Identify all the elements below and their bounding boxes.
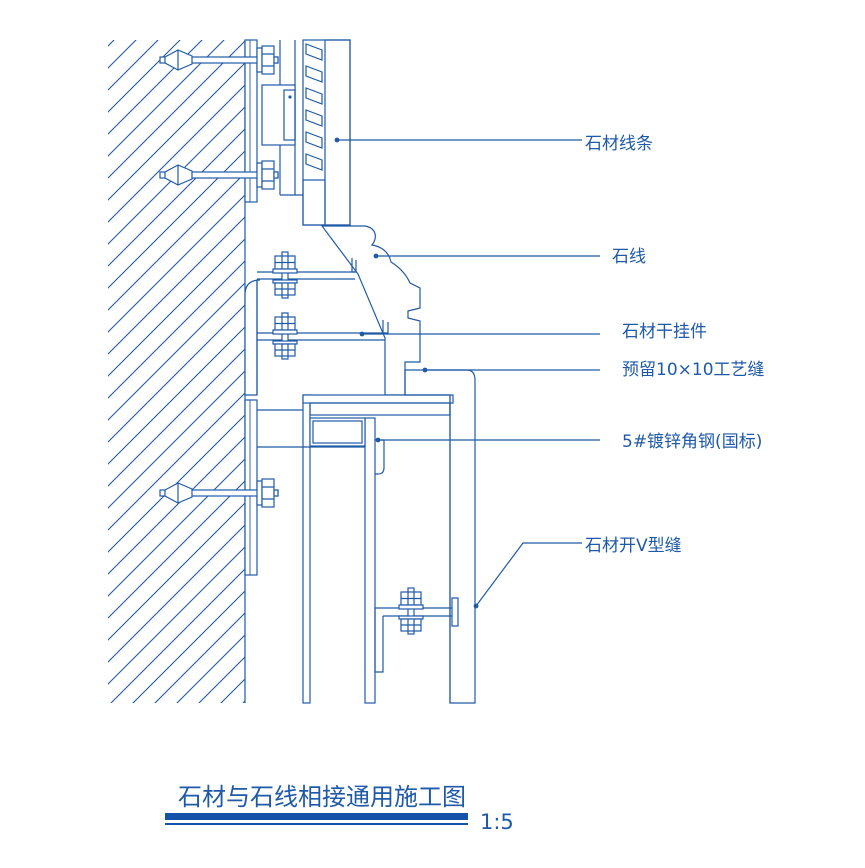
title-underline-thin bbox=[165, 823, 468, 825]
leader-stone-trim bbox=[334, 137, 582, 143]
bolt-stone-clip bbox=[398, 587, 424, 635]
label-stone-line: 石线 bbox=[612, 247, 646, 267]
stone-molding bbox=[320, 225, 421, 396]
title-underline-thick bbox=[165, 813, 468, 820]
drawing-title: 石材与石线相接通用施工图 bbox=[178, 783, 466, 811]
angle-steel-5 bbox=[375, 439, 385, 475]
leader-v-joint bbox=[473, 542, 582, 609]
embedded-plate-top bbox=[244, 39, 258, 203]
drawing-scale: 1:5 bbox=[480, 810, 514, 834]
label-reserved-joint: 预留10×10工艺缝 bbox=[622, 360, 765, 380]
embedded-plate-bottom bbox=[244, 399, 365, 576]
label-dry-hang-clip: 石材干挂件 bbox=[622, 322, 707, 342]
concrete-wall bbox=[108, 40, 246, 703]
square-steel-tube bbox=[309, 417, 366, 447]
leader-dry-hang-clip bbox=[359, 331, 600, 337]
top-steel-plate bbox=[302, 394, 454, 416]
lower-stone-panel bbox=[404, 369, 476, 704]
bolt-angle-upper bbox=[272, 251, 298, 299]
leader-stone-line bbox=[373, 253, 600, 259]
leader-reserved-joint bbox=[422, 367, 600, 373]
steel-bracket-top bbox=[261, 40, 303, 196]
leader-angle-steel bbox=[375, 437, 600, 443]
angle-steel-upper bbox=[257, 258, 357, 280]
bolt-angle-lower bbox=[272, 312, 298, 360]
stone-trim bbox=[302, 39, 351, 226]
label-stone-trim: 石材线条 bbox=[585, 134, 653, 154]
angle-plate-middle bbox=[244, 279, 261, 396]
label-angle-steel: 5#镀锌角钢(国标) bbox=[622, 432, 762, 452]
label-v-joint: 石材开V型缝 bbox=[585, 536, 682, 556]
